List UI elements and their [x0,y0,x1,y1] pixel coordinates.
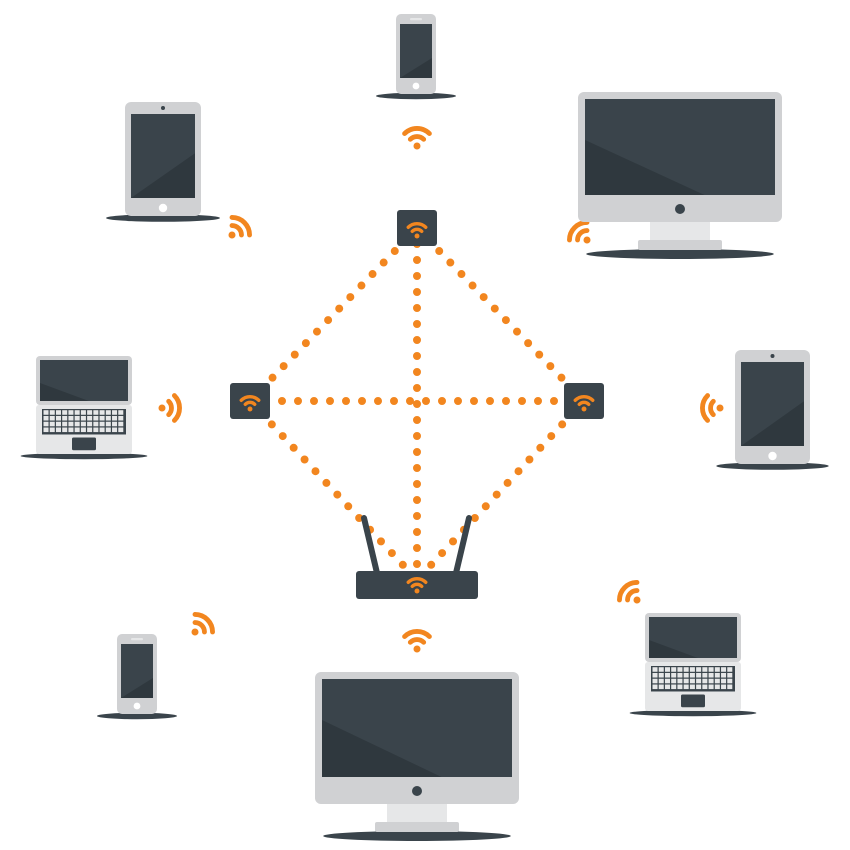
signal-monitor-bottom [402,629,432,653]
access-point-top [397,210,437,246]
client-devices [20,14,829,841]
signal-tablet-right [700,393,724,423]
signal-phone-top [402,126,432,150]
laptop-bottom-right [629,613,757,717]
signal-tablet-top-left [228,215,252,239]
link-left-router [246,397,421,584]
signal-laptop-bottom-right [617,580,641,604]
phone-top [376,14,456,100]
router [356,515,478,599]
wifi-icon [573,395,595,412]
network-links [246,224,588,584]
monitor-top-right [578,92,782,259]
tablet-right [716,350,829,470]
phone-bottom-left [97,634,177,720]
access-point-left [230,383,270,419]
signal-laptop-left [158,393,182,423]
link-right-router [413,397,588,584]
signal-monitor-top-right [567,220,591,244]
link-top-left [246,224,421,405]
link-top-right [413,224,588,405]
wifi-icon [239,395,261,412]
monitor-bottom [315,672,519,841]
tablet-top-left [106,102,220,222]
wifi-router-icon [406,577,428,594]
access-point-right [564,383,604,419]
laptop-left [20,356,148,460]
signal-phone-bottom-left [191,612,215,636]
network-nodes [230,210,604,599]
wifi-signals [158,126,724,653]
wifi-icon [406,222,428,239]
